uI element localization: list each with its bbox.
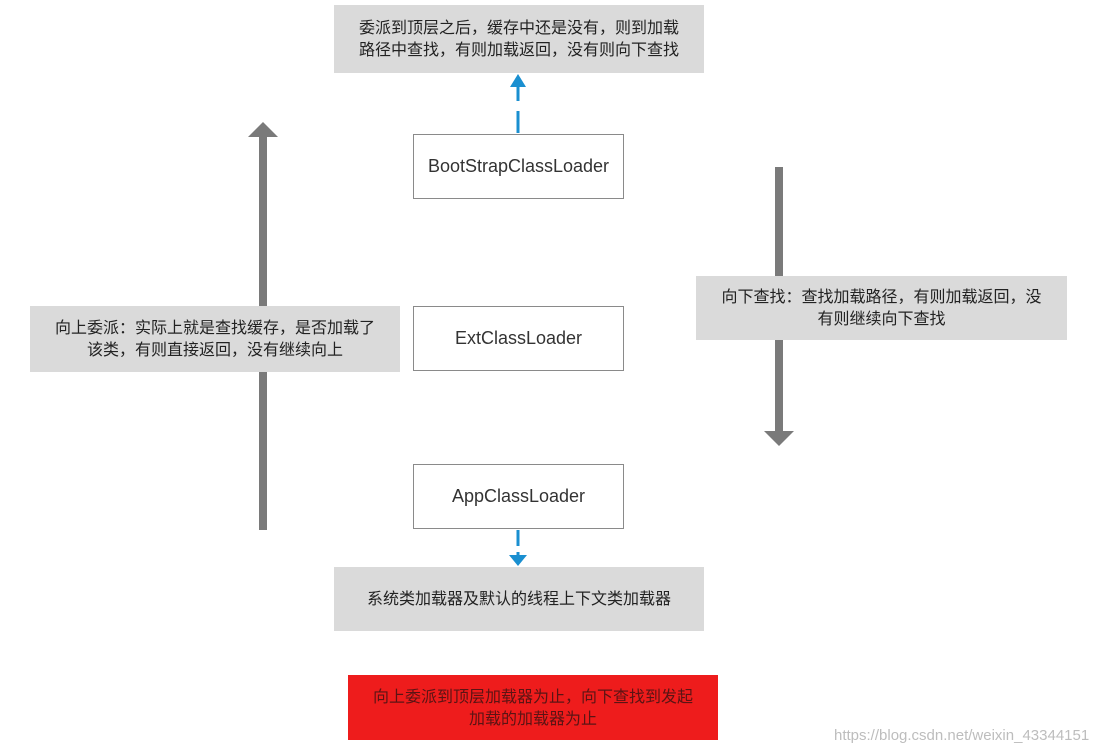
bootstrap-classloader-box: BootStrapClassLoader <box>413 134 624 199</box>
top-note-line2: 路径中查找，有则加载返回，没有则向下查找 <box>358 40 679 59</box>
red-note-line1: 向上委派到顶层加载器为止，向下查找到发起 <box>372 686 693 706</box>
left-note: 向上委派：实际上就是查找缓存，是否加载了 该类，有则直接返回，没有继续向上 <box>30 306 400 372</box>
left-note-line1: 向上委派：实际上就是查找缓存，是否加载了 <box>54 318 375 337</box>
app-classloader-box: AppClassLoader <box>413 464 624 529</box>
ext-classloader-box: ExtClassLoader <box>413 306 624 371</box>
right-note: 向下查找：查找加载路径，有则加载返回，没 有则继续向下查找 <box>696 276 1067 340</box>
dashed-up-arrow-icon <box>510 74 526 133</box>
red-note: 向上委派到顶层加载器为止，向下查找到发起 加载的加载器为止 <box>348 675 718 740</box>
right-note-line2: 有则继续向下查找 <box>817 309 946 328</box>
red-note-line2: 加载的加载器为止 <box>468 708 597 728</box>
left-note-line2: 该类，有则直接返回，没有继续向上 <box>86 340 343 359</box>
watermark-text: https://blog.csdn.net/weixin_43344151 <box>834 727 1090 744</box>
right-note-line1: 向下查找：查找加载路径，有则加载返回，没 <box>721 287 1042 306</box>
top-note-line1: 委派到顶层之后，缓存中还是没有，则到加载 <box>358 18 679 37</box>
dashed-down-arrow-icon <box>509 530 527 566</box>
top-note: 委派到顶层之后，缓存中还是没有，则到加载 路径中查找，有则加载返回，没有则向下查… <box>334 5 704 73</box>
bottom-note: 系统类加载器及默认的线程上下文类加载器 <box>334 567 704 631</box>
